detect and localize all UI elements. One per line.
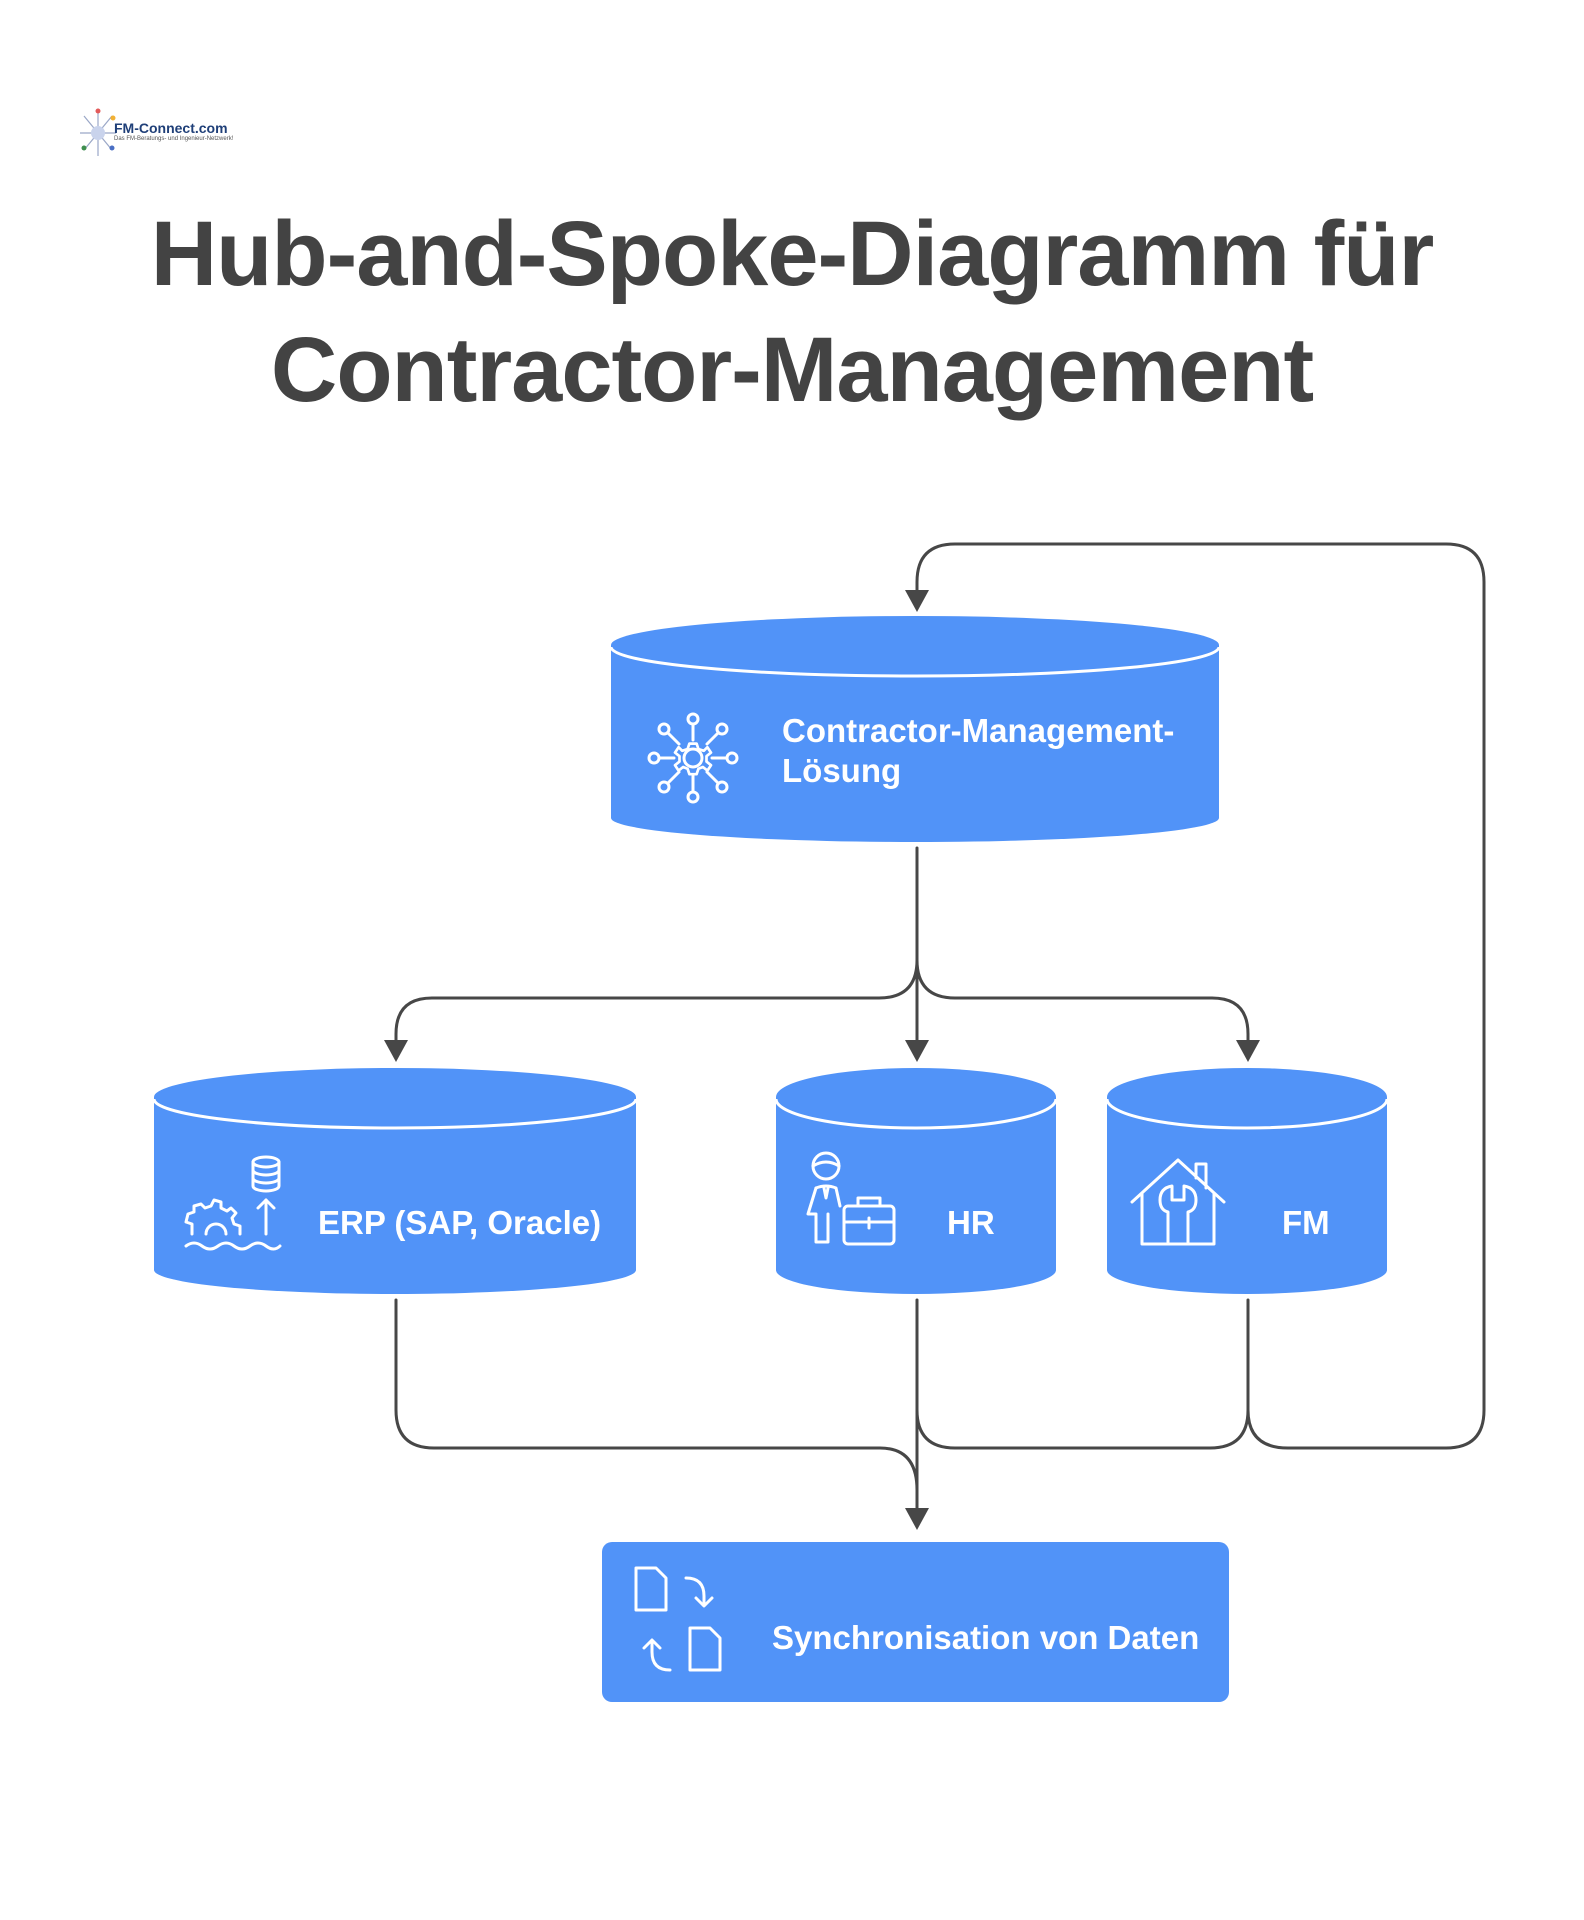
hub-label: Contractor-Management- Lösung (782, 711, 1174, 791)
hub-label-line-1: Contractor-Management- (782, 712, 1175, 749)
title-line-2: Contractor-Management (270, 319, 1314, 421)
erp-cylinder (152, 1068, 638, 1294)
arrowhead-erp (384, 1040, 408, 1062)
connector-erp-to-sync (394, 1298, 919, 1514)
database-gear-icon (184, 1155, 282, 1251)
logo-subtitle: Das FM-Beratungs- und Ingenieur-Netzwerk… (114, 136, 234, 142)
connector-hub-to-erp (394, 958, 919, 1046)
document-sync-icon (634, 1566, 722, 1672)
fm-cylinder (1105, 1068, 1389, 1294)
house-wrench-icon (1130, 1158, 1226, 1246)
erp-label: ERP (SAP, Oracle) (318, 1204, 602, 1241)
logo-star-icon (80, 108, 116, 156)
logo-text: FM-Connect.com (114, 120, 228, 136)
arrowhead-hub (905, 590, 929, 612)
hub-cylinder (609, 616, 1221, 842)
sync-box (602, 1542, 1229, 1702)
network-hub-icon (647, 712, 739, 804)
arrowhead-sync (905, 1508, 929, 1530)
connector-fm-to-sync (915, 1298, 1250, 1450)
fm-connect-logo: FM-Connect.com Das FM-Beratungs- und Ing… (78, 106, 233, 160)
fm-label: FM (1282, 1204, 1330, 1241)
connector-hub-to-fm (915, 958, 1250, 1046)
page-title: Hub-and-Spoke-Diagramm für Contractor-Ma… (0, 196, 1584, 428)
hub-label-line-2: Lösung (782, 752, 902, 789)
hr-cylinder (774, 1068, 1058, 1294)
sync-label: Synchronisation von Daten (772, 1619, 1200, 1656)
arrowhead-fm (1236, 1040, 1260, 1062)
title-line-1: Hub-and-Spoke-Diagramm für (150, 203, 1435, 305)
hr-label: HR (947, 1204, 995, 1241)
arrowhead-hr (905, 1040, 929, 1062)
person-briefcase-icon (806, 1151, 896, 1246)
connector-fm-loop-to-hub (915, 542, 1486, 1450)
